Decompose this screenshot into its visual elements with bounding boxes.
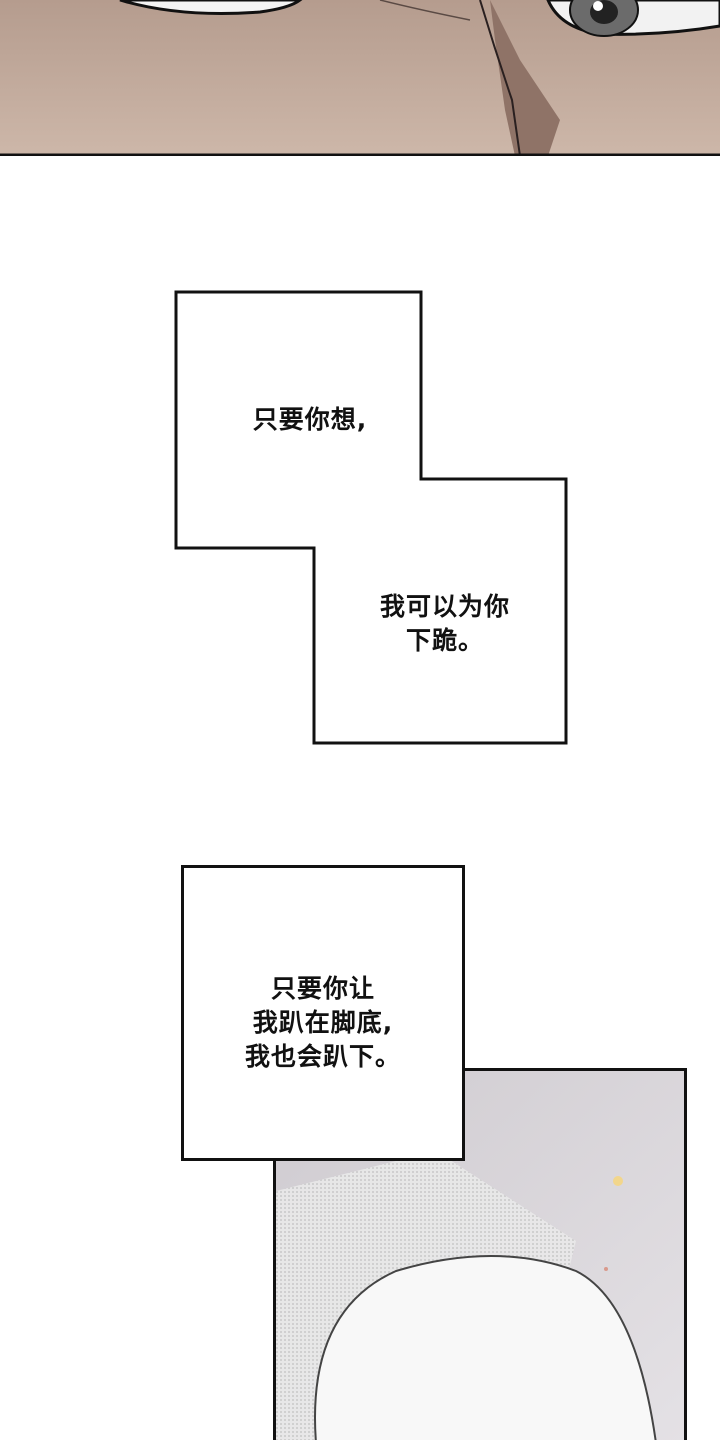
caption-second: 我可以为你 下跪。 (379, 592, 510, 655)
bottom-comic-panel (273, 1068, 687, 1440)
caption-first: 只要你想, (252, 405, 368, 434)
pillow-illustration (276, 1071, 684, 1440)
top-comic-panel (0, 0, 720, 156)
face-closeup-illustration (0, 0, 720, 156)
caption-box-third (181, 865, 465, 1161)
caption-third: 只要你让 我趴在脚底, 我也会趴下。 (244, 974, 401, 1071)
